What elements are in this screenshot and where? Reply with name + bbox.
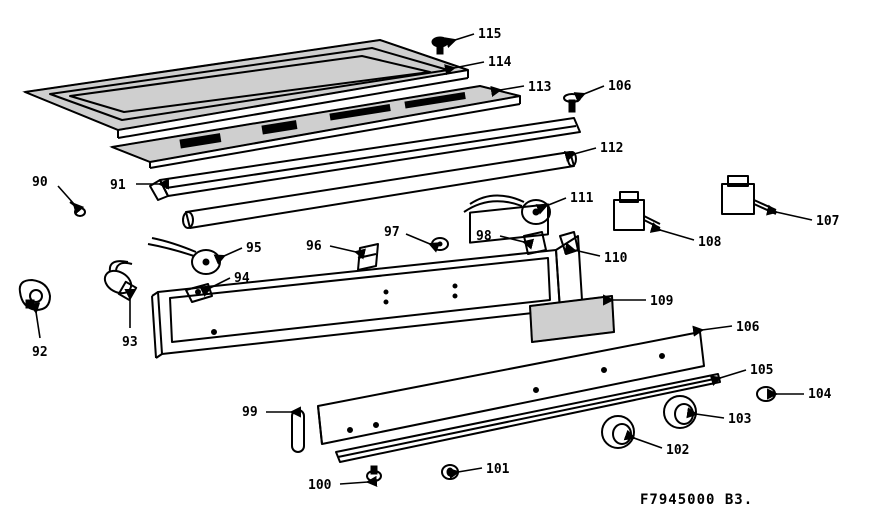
callout-102: 102 [666,443,689,458]
callout-113: 113 [528,80,551,95]
part-114-top-cover [22,39,469,139]
callout-96: 96 [306,239,322,254]
part-90-clip [69,201,86,217]
callout-115: 115 [478,27,501,42]
part-106-front-strip [317,331,705,445]
part-110-clip [559,231,579,255]
callout-101: 101 [486,462,510,477]
callout-108: 108 [698,235,722,250]
part-99-rod [291,409,305,453]
diagram-caption: F7945000 B3. [640,492,753,508]
callout-95: 95 [246,241,262,256]
part-92-socket [18,279,51,311]
callout-114: 114 [488,55,512,70]
part-102-knob [601,415,635,449]
part-control-panel-housing [151,203,583,359]
callout-90: 90 [32,175,48,190]
callout-93: 93 [122,335,138,350]
callout-labels: 115 114 113 106 112 91 90 111 95 94 96 9… [32,27,839,493]
callout-106-top: 106 [608,79,632,94]
part-101-cap [441,464,459,480]
part-107-switch [721,175,777,215]
callout-98: 98 [476,229,492,244]
callout-91: 91 [110,178,126,193]
callout-92: 92 [32,345,48,360]
part-97-clip [431,237,449,251]
part-108-switch [613,191,661,231]
callout-106: 106 [736,320,760,335]
callout-103: 103 [728,412,751,427]
part-105-bottom-rail [335,373,721,463]
part-113-trim-strip [109,85,521,169]
callout-109: 109 [650,294,673,309]
part-109-board [529,295,615,343]
part-95-switch [147,237,221,275]
part-100-screw [366,465,382,482]
callout-107: 107 [816,214,839,229]
leader-lines [29,33,813,487]
callout-104: 104 [808,387,832,402]
callout-112: 112 [600,141,623,156]
part-103-knob [663,395,697,429]
part-104-cap [756,386,776,402]
part-115-screw [431,36,449,55]
part-93-bulb [103,260,138,301]
part-106-screw-top [563,93,581,113]
callout-99: 99 [242,405,258,420]
callout-105: 105 [750,363,773,378]
callout-110: 110 [604,251,628,266]
callout-111: 111 [570,191,594,206]
callout-94: 94 [234,271,250,286]
part-111-switch [463,194,551,225]
callout-100: 100 [308,478,332,493]
callout-97: 97 [384,225,400,240]
part-96-bracket [357,243,379,271]
